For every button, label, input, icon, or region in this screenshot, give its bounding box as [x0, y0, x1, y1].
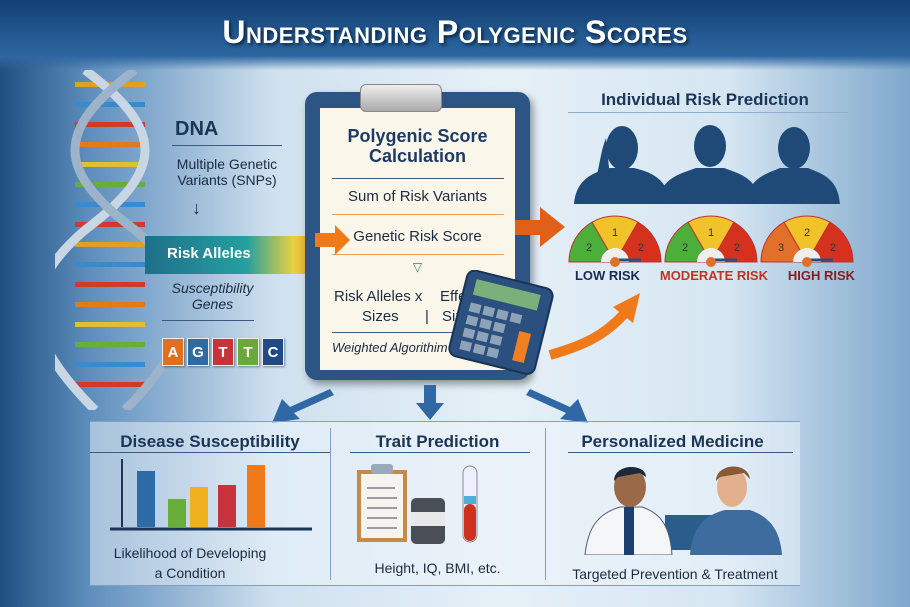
outcome-heading-medicine: Personalized Medicine: [581, 432, 764, 451]
person-silhouette-icon: [574, 126, 670, 204]
risk-gauge-icon: 2 1 2: [568, 215, 662, 267]
dna-rung: [75, 102, 145, 107]
gauge-number: 1: [612, 227, 618, 239]
outcome-heading-disease: Disease Susceptibility: [120, 432, 300, 451]
page-title: Understanding Polygenic Scores: [222, 14, 688, 50]
formula-text: |: [425, 308, 429, 325]
dna-rung: [75, 262, 145, 267]
gauge-number: 1: [708, 227, 714, 239]
base-letter-G: G: [187, 338, 209, 366]
gauge-number: 2: [804, 227, 810, 239]
dna-rung: [75, 302, 145, 307]
calculator-key: [465, 314, 479, 327]
calc-item: Sum of Risk Variants: [348, 188, 487, 205]
calculator-key: [509, 312, 523, 324]
curved-arrow-icon: [548, 309, 629, 360]
base-letter-A: A: [162, 338, 184, 366]
trait-icons: [357, 464, 478, 544]
gauge-number: 2: [638, 242, 644, 254]
outcome-arrows: [272, 385, 588, 423]
risk-labels: LOW RISK MODERATE RISK HIGH RISK: [565, 268, 865, 283]
base-letter-C: C: [262, 338, 284, 366]
person-silhouette-icon: [658, 125, 760, 204]
risk-label-moderate: MODERATE RISK: [659, 268, 768, 283]
prediction-title: Individual Risk Prediction: [601, 90, 809, 109]
gauge-number: 2: [830, 242, 836, 254]
dna-rung: [75, 122, 145, 127]
risk-label-low: LOW RISK: [574, 268, 640, 283]
calculator-key: [459, 340, 473, 352]
calculator-key: [468, 302, 482, 314]
dna-rung: [75, 142, 145, 147]
flow-arrows: [315, 207, 640, 360]
title-banner: [0, 0, 910, 70]
algorithm-text: Weighted Algorithim: [332, 340, 448, 355]
calculator-key: [476, 330, 489, 343]
formula-text: Sizes: [362, 308, 399, 325]
calculator-key: [482, 305, 496, 318]
gauge-number: 2: [734, 242, 740, 254]
dna-rung: [75, 382, 145, 387]
calculator-key: [495, 309, 509, 321]
down-arrow-icon: ↓: [192, 198, 201, 218]
person-silhouette-icon: [746, 127, 840, 204]
risk-alleles-arrow: Risk Alleles: [145, 236, 330, 274]
dna-rung: [75, 242, 145, 247]
calculator-key: [486, 346, 500, 359]
outcome-text-medicine: Targeted Prevention & Treatment: [572, 566, 778, 582]
base-letter-T: T: [237, 338, 259, 366]
arrow-right-icon: [526, 389, 588, 423]
dna-rung: [75, 222, 145, 227]
arrow-to-clipboard-icon: [315, 225, 350, 255]
dna-rung: [75, 342, 145, 347]
bar-chart-icon: [110, 459, 312, 531]
calculation-title: Polygenic Score Calculation: [347, 126, 488, 166]
calculator-key: [472, 343, 486, 355]
clipboard-icon: [357, 464, 407, 542]
people-silhouettes: [574, 125, 840, 204]
calculator-key: [462, 327, 476, 339]
outcome-heading-trait: Trait Prediction: [375, 432, 500, 451]
arrow-to-prediction-icon: [515, 207, 565, 247]
calc-item: Genetic Risk Score: [353, 228, 482, 245]
gauge-number: 3: [778, 242, 784, 254]
calculator-icon: [448, 270, 554, 375]
clip-icon: [360, 84, 442, 112]
base-letter-T: T: [212, 338, 234, 366]
susceptibility-text: Susceptibility Genes: [171, 280, 254, 312]
formula-text: Risk Alleles x: [334, 288, 423, 305]
calculator-key: [492, 321, 506, 334]
variants-text: Multiple Genetic Variants (SNPs): [176, 156, 278, 188]
dna-helix-icon: [55, 70, 165, 410]
jar-icon: [411, 498, 445, 544]
outcome-text-disease: Likelihood of Developing a Condition: [113, 545, 267, 581]
gauge-number: 2: [586, 242, 592, 254]
dna-rung: [75, 282, 145, 287]
gauge-number: 2: [682, 242, 688, 254]
dna-rung: [75, 322, 145, 327]
risk-label-high: HIGH RISK: [787, 268, 856, 283]
doctor-patient-icon: [584, 466, 782, 555]
risk-gauges: 2 1 2 2 1 2 3 2 2: [568, 215, 854, 267]
test-tube-icon: [462, 465, 478, 543]
arrow-left-icon: [272, 389, 334, 423]
outcome-text-trait: Height, IQ, BMI, etc.: [374, 560, 501, 576]
risk-gauge-icon: 3 2 2: [760, 215, 854, 267]
dna-rung: [75, 362, 145, 367]
dna-rung: [75, 162, 145, 167]
dna-heading: DNA: [175, 118, 219, 140]
arrow-down-icon: [416, 385, 444, 420]
funnel-icon: ▽: [412, 260, 423, 274]
calculator-key: [479, 318, 492, 330]
risk-gauge-icon: 2 1 2: [664, 215, 758, 267]
dna-rung: [75, 182, 145, 187]
risk-alleles-label: Risk Alleles: [167, 245, 251, 262]
calculator-key: [489, 334, 503, 346]
